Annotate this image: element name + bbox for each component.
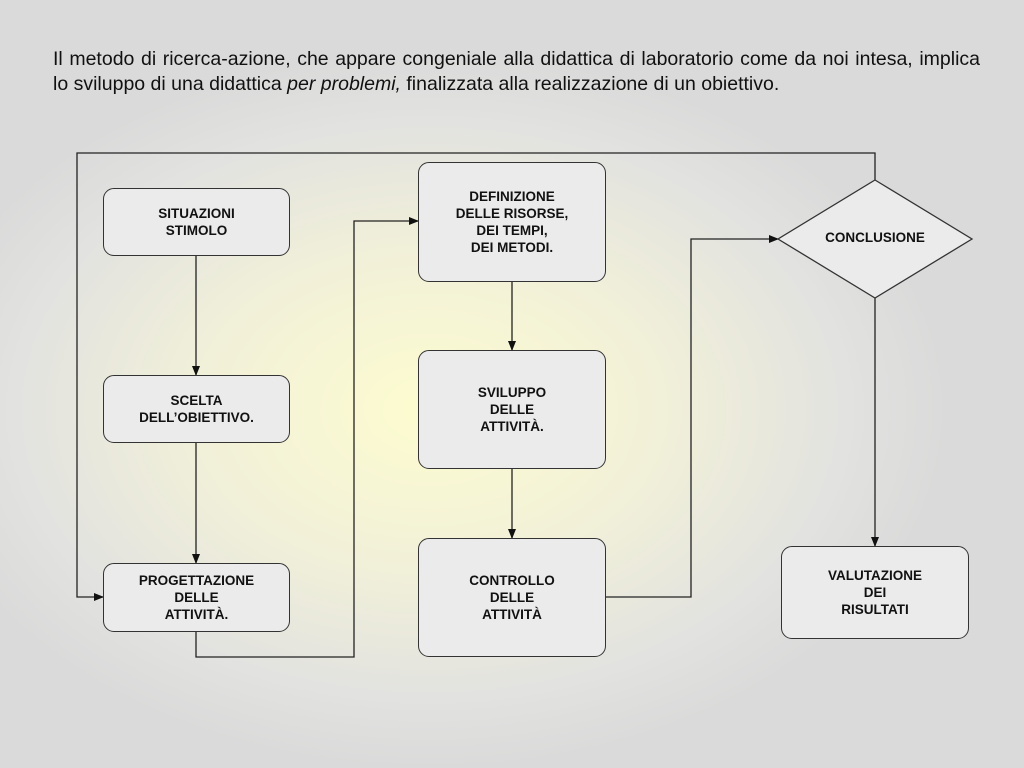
node-scelta-obiettivo: SCELTA DELL’OBIETTIVO. xyxy=(103,375,290,443)
node-progettazione-label: PROGETTAZIONE DELLE ATTIVITÀ. xyxy=(138,573,255,622)
node-conclusione-label: CONCLUSIONE xyxy=(825,230,925,245)
node-valutazione-label: VALUTAZIONE DEI RISULTATI xyxy=(828,568,922,617)
conclusione-diamond xyxy=(776,179,974,299)
arrow-progettazione-to-definizione xyxy=(195,217,419,658)
node-sviluppo-attivita: SVILUPPO DELLE ATTIVITÀ. xyxy=(418,350,606,469)
node-progettazione-attivita: PROGETTAZIONE DELLE ATTIVITÀ. xyxy=(103,563,290,632)
intro-text-start: Il metodo di ricerca-azione, che appare … xyxy=(53,48,980,95)
node-scelta-label: SCELTA DELL’OBIETTIVO. xyxy=(139,393,254,425)
arrow-conclusione-feedback-to-progettazione xyxy=(76,152,876,601)
node-definizione-label: DEFINIZIONE DELLE RISORSE, DEI TEMPI, DE… xyxy=(455,189,569,255)
intro-text-end: finalizzata alla realizzazione di un obi… xyxy=(400,73,780,95)
node-definizione-risorse: DEFINIZIONE DELLE RISORSE, DEI TEMPI, DE… xyxy=(418,162,606,282)
arrow-controllo-to-conclusione xyxy=(606,235,779,598)
intro-emphasis: per problemi, xyxy=(287,73,401,95)
node-controllo-attivita: CONTROLLO DELLE ATTIVITÀ xyxy=(418,538,606,657)
node-controllo-label: CONTROLLO DELLE ATTIVITÀ xyxy=(469,573,555,622)
node-valutazione-risultati: VALUTAZIONE DEI RISULTATI xyxy=(781,546,969,639)
node-situazioni-stimolo: SITUAZIONI STIMOLO xyxy=(103,188,290,256)
node-sviluppo-label: SVILUPPO DELLE ATTIVITÀ. xyxy=(477,385,547,434)
node-situazioni-label: SITUAZIONI STIMOLO xyxy=(158,206,235,238)
intro-paragraph: Il metodo di ricerca-azione, che appare … xyxy=(53,47,980,97)
